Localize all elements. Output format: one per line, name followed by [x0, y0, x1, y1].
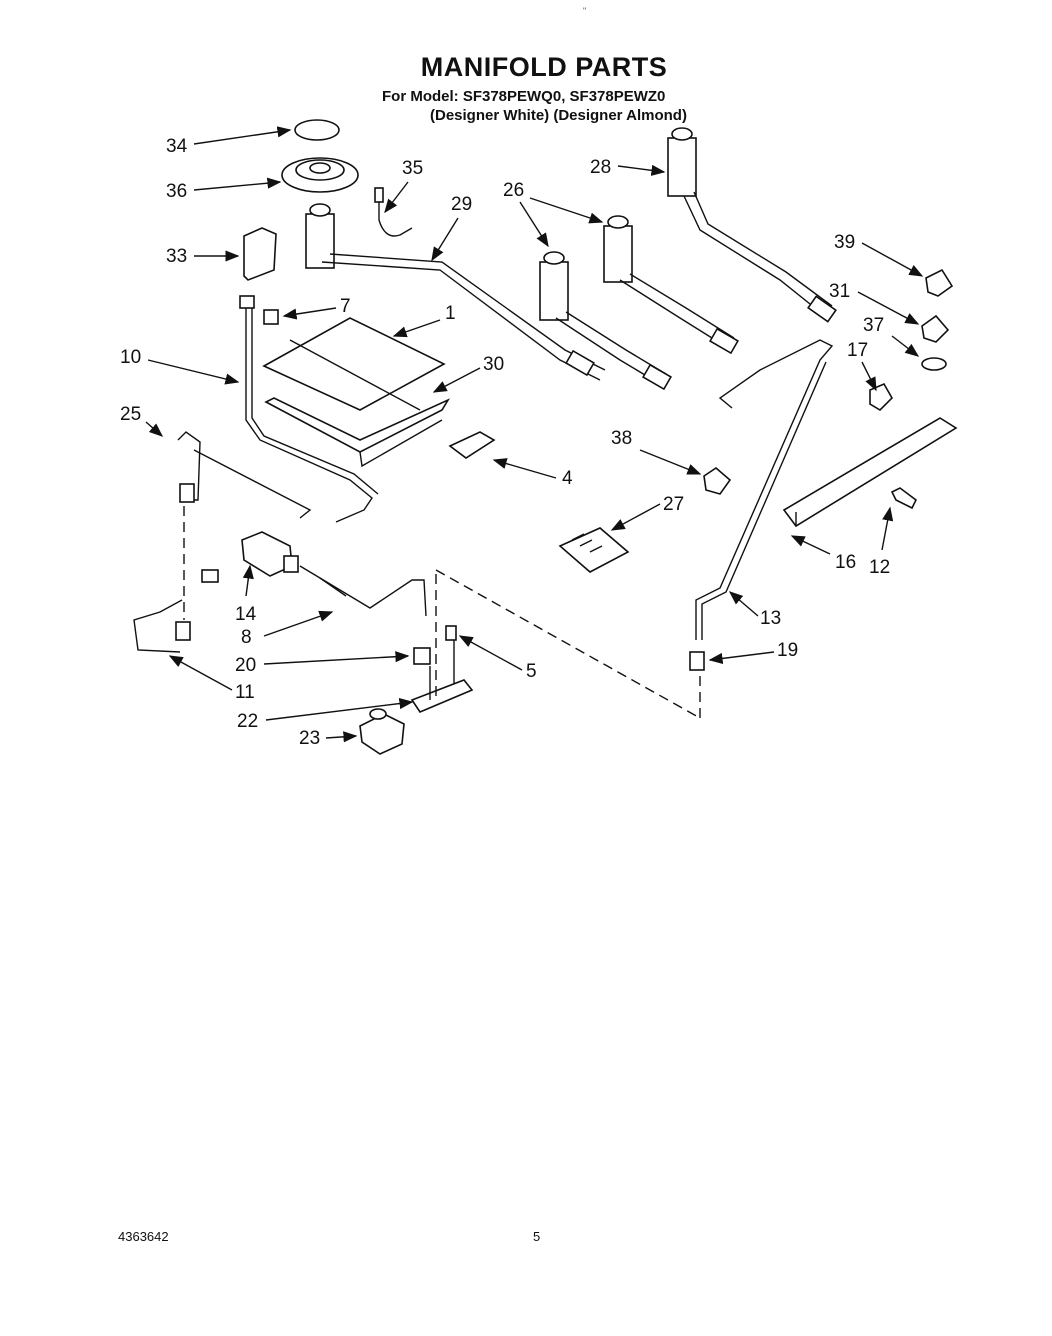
orifice-hood-31: [921, 314, 950, 343]
model-line: For Model: SF378PEWQ0, SF378PEWZ0: [382, 88, 666, 105]
callout-33: 33: [166, 246, 187, 267]
callout-8: 8: [241, 627, 252, 648]
callout-11: 11: [235, 682, 255, 703]
callout-30: 30: [483, 354, 504, 375]
callout-25: 25: [120, 404, 141, 425]
burner-bracket-25: [177, 431, 312, 519]
callout-7: 7: [340, 296, 351, 317]
callout-23: 23: [299, 728, 320, 749]
manifold-pipe: [782, 417, 958, 528]
top-mark: ": [583, 6, 587, 16]
valve-bracket-22: [410, 640, 474, 713]
callout-10: 10: [120, 347, 141, 368]
variant-line: (Designer White) (Designer Almond): [430, 107, 687, 124]
callout-34: 34: [166, 136, 188, 157]
igniter-wire: [374, 187, 413, 237]
bracket: [243, 227, 277, 281]
regulator-14: [201, 531, 299, 583]
bracket-4: [448, 431, 496, 459]
callout-12: 12: [869, 557, 890, 578]
page-number: 5: [533, 1229, 541, 1244]
washer-37: [921, 357, 947, 371]
burner-tube-rear: [667, 127, 837, 323]
callout-37: 37: [863, 315, 884, 336]
gas-tube-8: [299, 565, 427, 617]
callout-20: 20: [235, 655, 256, 676]
burner-tube-middle-1: [539, 251, 672, 391]
callout-35: 35: [402, 158, 423, 179]
clip-12: [890, 487, 918, 510]
gas-tube-11: [133, 599, 183, 653]
fitting-5: [445, 625, 457, 641]
valve-23: [359, 708, 405, 755]
heat-shield: [262, 317, 446, 411]
burner-cap: [294, 119, 340, 141]
leader-lines: [145, 126, 924, 743]
callout-39: 39: [834, 232, 855, 253]
valve-17: [869, 382, 893, 412]
callout-19: 19: [777, 640, 798, 661]
parts-drawing: [133, 119, 958, 755]
callout-38: 38: [611, 428, 632, 449]
callout-17: 17: [847, 340, 868, 361]
orifice-hood-39: [925, 268, 954, 297]
callout-28: 28: [590, 157, 611, 178]
burner-base: [281, 157, 359, 193]
callout-22: 22: [237, 711, 258, 732]
gas-tube-10: [245, 306, 373, 523]
callout-14: 14: [235, 604, 257, 625]
callout-1: 1: [445, 303, 456, 324]
document-number: 4363642: [118, 1229, 169, 1244]
callout-26: 26: [503, 180, 524, 201]
orifice-hood-38: [703, 466, 732, 495]
fitting-20: [413, 647, 431, 665]
callout-5: 5: [526, 661, 537, 682]
callout-36: 36: [166, 181, 187, 202]
gas-tube-long: [695, 339, 834, 640]
burner-tube-middle-2: [603, 215, 739, 355]
callout-4: 4: [562, 468, 573, 489]
burner-tube-left: [305, 203, 606, 381]
page-title: MANIFOLD PARTS: [420, 52, 668, 82]
fitting-7: [263, 309, 279, 325]
callout-labels: 34 36 35 33 29 26 28 39 31 37 17 7 1 10 …: [120, 136, 890, 749]
callout-31: 31: [829, 281, 850, 302]
callout-27: 27: [663, 494, 684, 515]
fitting-19: [689, 651, 705, 671]
callout-16: 16: [835, 552, 856, 573]
callout-13: 13: [760, 608, 781, 629]
callout-29: 29: [451, 194, 472, 215]
terminal-block-27: [558, 527, 630, 573]
